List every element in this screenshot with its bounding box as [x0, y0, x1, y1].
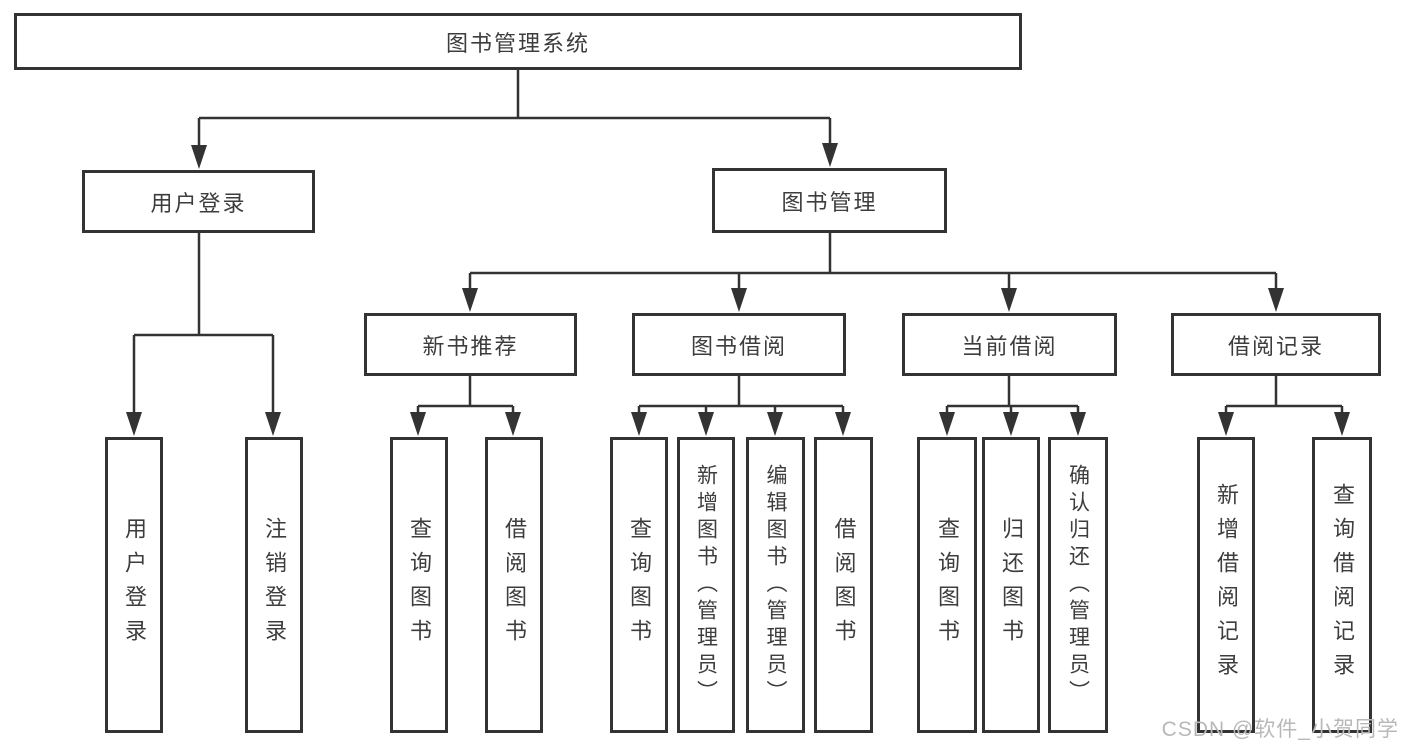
node-leaf-borrow-books-1: 借阅图书 [485, 437, 543, 733]
node-leaf-add-books-admin: 新增图书（管理员） [677, 437, 735, 733]
node-leaf-add-borrow-record: 新增借阅记录 [1197, 437, 1255, 733]
node-leaf-query-borrow-record: 查询借阅记录 [1312, 437, 1372, 733]
node-user-login: 用户登录 [82, 170, 315, 233]
node-book-management: 图书管理 [712, 168, 947, 233]
node-leaf-query-books-1: 查询图书 [390, 437, 448, 733]
node-leaf-confirm-return-admin: 确认归还（管理员） [1048, 437, 1108, 733]
connector-borrow-records [1218, 376, 1350, 436]
connector-user-login [126, 233, 281, 436]
node-leaf-query-books-3: 查询图书 [917, 437, 977, 733]
node-current-borrow: 当前借阅 [902, 313, 1117, 376]
connector-new-books [410, 376, 521, 436]
node-leaf-user-login: 用户登录 [105, 437, 163, 733]
node-book-borrow: 图书借阅 [632, 313, 846, 376]
node-borrow-records: 借阅记录 [1171, 313, 1381, 376]
node-leaf-return-books: 归还图书 [982, 437, 1040, 733]
node-new-book-recommend: 新书推荐 [364, 313, 577, 376]
node-leaf-query-books-2: 查询图书 [610, 437, 668, 733]
connector-book-management [462, 233, 1284, 312]
connector-root [191, 69, 838, 169]
node-leaf-borrow-books-2: 借阅图书 [814, 437, 873, 733]
node-library-management-system: 图书管理系统 [14, 13, 1022, 70]
connector-book-borrow [631, 376, 851, 436]
node-leaf-edit-books-admin: 编辑图书（管理员） [746, 437, 805, 733]
node-leaf-logout: 注销登录 [245, 437, 303, 733]
csdn-watermark: CSDN @软件_小贺同学 [1161, 718, 1399, 741]
connector-current-borrow [939, 376, 1086, 436]
